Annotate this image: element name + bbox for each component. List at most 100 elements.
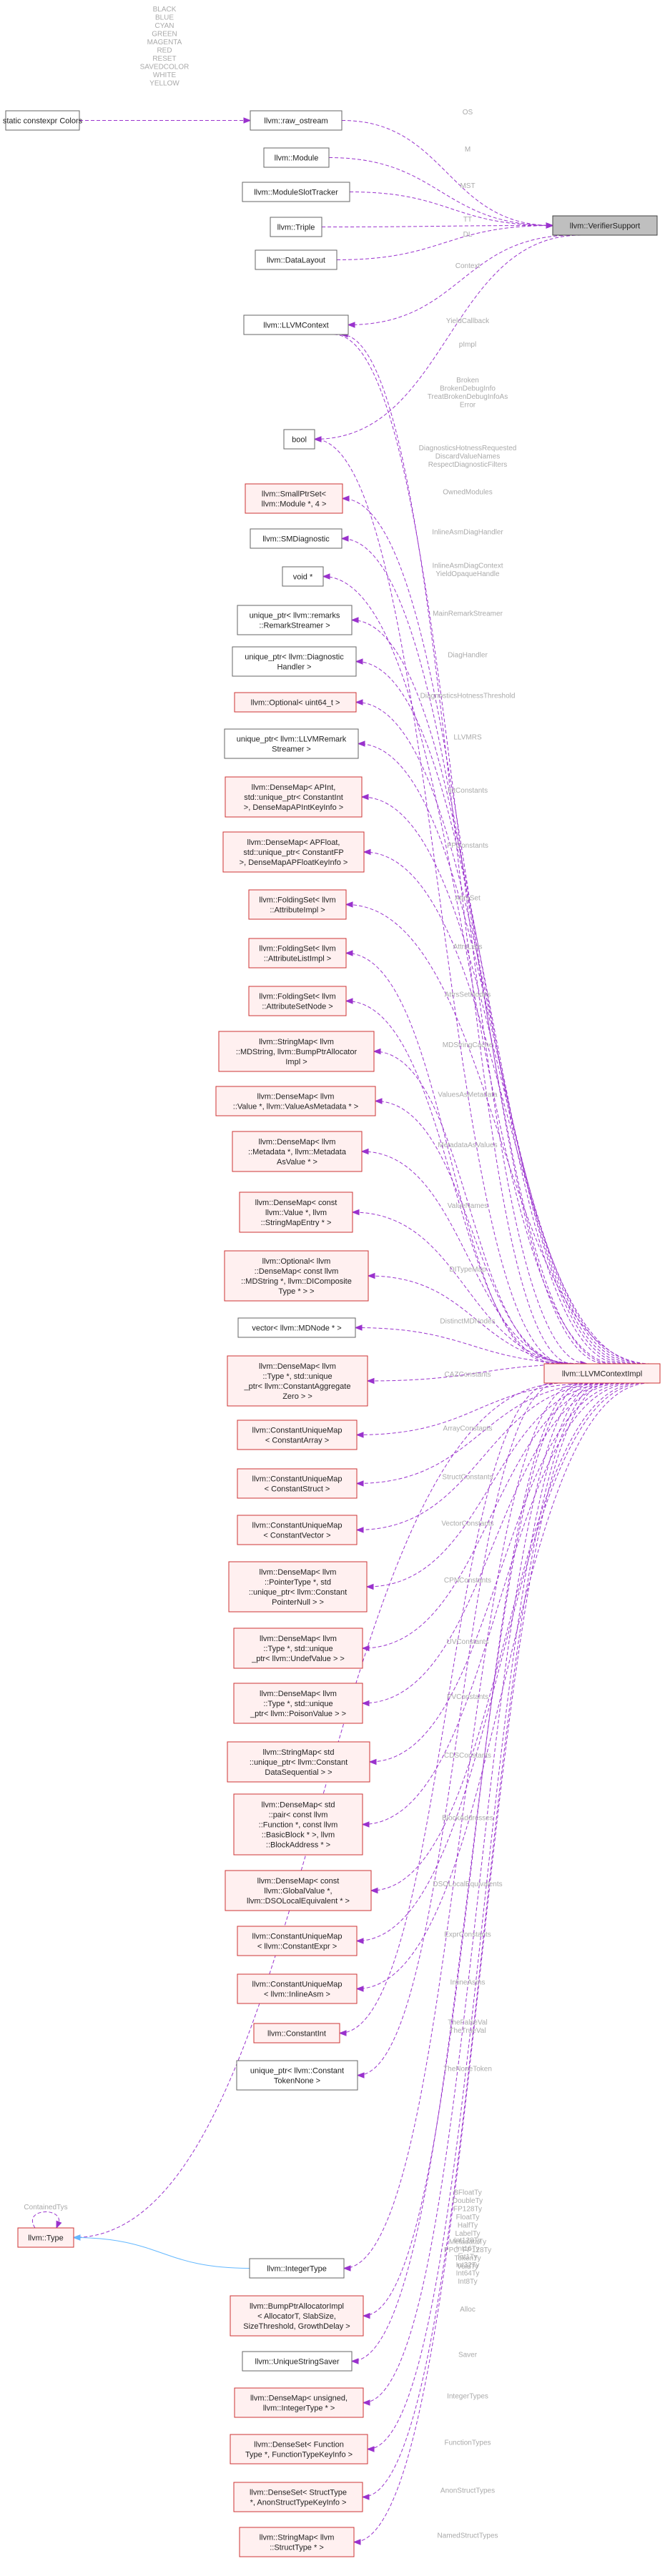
class-node-box: [237, 1317, 356, 1338]
class-node-fs-attr[interactable]: llvm::FoldingSet< llvm::AttributeImpl >: [248, 889, 347, 920]
class-node-uniquestring[interactable]: llvm::UniqueStringSaver: [242, 2351, 353, 2372]
edge-ctximpl-to-voidp: [322, 573, 617, 1364]
edge-label: TreatBrokenDebugInfoAs: [428, 393, 508, 401]
class-node-cum-struct[interactable]: llvm::ConstantUniqueMap< ConstantStruct …: [237, 1468, 358, 1499]
class-node-label: std::unique_ptr< ConstantFP: [243, 848, 343, 857]
class-node-module[interactable]: llvm::Module: [263, 147, 330, 168]
class-node-llvmcontext[interactable]: llvm::LLVMContext: [243, 314, 349, 335]
class-node-opt-ditype[interactable]: llvm::Optional< llvm::DenseMap< const ll…: [224, 1250, 369, 1302]
class-node-dm-apint[interactable]: llvm::DenseMap< APInt,std::unique_ptr< C…: [225, 776, 363, 818]
edge-arrowhead: [341, 495, 350, 502]
edge-label: MST: [460, 182, 475, 190]
class-node-ds-anonstruct[interactable]: llvm::DenseSet< StructType*, AnonStructT…: [233, 2482, 363, 2512]
class-node-cum-vector[interactable]: llvm::ConstantUniqueMap< ConstantVector …: [237, 1515, 358, 1545]
edge-ctximpl-to-integertype: [343, 1382, 579, 2272]
class-node-dm-uv[interactable]: llvm::DenseMap< llvm::Type *, std::uniqu…: [233, 1628, 363, 1669]
class-node-fs-attrset[interactable]: llvm::FoldingSet< llvm::AttributeSetNode…: [248, 986, 347, 1016]
edge-line: [370, 1382, 641, 1891]
class-node-label: Impl >: [285, 1058, 307, 1066]
class-node-smdiag[interactable]: llvm::SMDiagnostic: [250, 528, 343, 549]
class-node-label: llvm::DenseMap< llvm: [260, 1635, 337, 1643]
class-node-dm-inttypes[interactable]: llvm::DenseMap< unsigned,llvm::IntegerTy…: [234, 2387, 364, 2418]
edge-arrowhead: [345, 950, 353, 956]
class-node-label: llvm::DenseMap< unsigned,: [250, 2394, 348, 2403]
class-node-ctximpl[interactable]: llvm::LLVMContextImpl: [543, 1363, 661, 1384]
edge-label: Alloc: [460, 2306, 476, 2314]
class-node-dm-pv[interactable]: llvm::DenseMap< llvm::Type *, std::uniqu…: [233, 1683, 363, 1724]
class-node-datalayout[interactable]: llvm::DataLayout: [255, 249, 338, 270]
class-node-label: llvm::DenseMap< const: [255, 1199, 338, 1207]
edge-ctximpl-to-tokennone: [356, 1382, 559, 2079]
edge-label: SAVEDCOLOR: [140, 64, 189, 71]
class-node-bumpptr[interactable]: llvm::BumpPtrAllocatorImpl< AllocatorT, …: [230, 2295, 364, 2337]
edge-label: MainRemarkStreamer: [433, 610, 503, 618]
edge-ctximpl-to-dm-blockaddr: [361, 1382, 636, 1828]
edge-arrowhead: [355, 1527, 364, 1533]
class-node-label: llvm::DataLayout: [267, 257, 325, 265]
class-node-colors[interactable]: static constexpr Colors: [3, 110, 83, 131]
class-node-box: [248, 938, 347, 969]
edge-line: [358, 743, 637, 1364]
edge-line: [353, 1382, 609, 2542]
edge-line: [357, 1382, 559, 2076]
class-node-dm-cpn[interactable]: llvm::DenseMap< llvm::PointerType *, std…: [228, 1561, 368, 1613]
class-node-label: llvm::Optional< llvm: [262, 1257, 331, 1266]
class-node-vec-mdnode[interactable]: vector< llvm::MDNode * >: [237, 1317, 356, 1338]
class-node-dm-blockaddr[interactable]: llvm::DenseMap< std::pair< const llvm::F…: [233, 1793, 363, 1856]
class-node-sm-namedstruct[interactable]: llvm::StringMap< llvm::StructType * >: [239, 2527, 355, 2557]
edge-arrowhead: [343, 2265, 351, 2272]
edge-label: TT: [463, 216, 472, 224]
class-node-mst[interactable]: llvm::ModuleSlotTracker: [242, 182, 350, 202]
edge-label: YieldOpaqueHandle: [435, 570, 500, 578]
class-node-cum-inlineasm[interactable]: llvm::ConstantUniqueMap< llvm::InlineAsm…: [237, 1973, 358, 2004]
class-node-constantint[interactable]: llvm::ConstantInt: [253, 2023, 340, 2044]
class-node-cum-expr[interactable]: llvm::ConstantUniqueMap< llvm::ConstantE…: [237, 1926, 358, 1956]
class-node-sm-mdstring[interactable]: llvm::StringMap< llvm::MDString, llvm::B…: [218, 1031, 375, 1072]
edge-ctximpl-to-cum-expr: [355, 1382, 646, 1944]
edge-arrowhead: [363, 848, 371, 856]
edge-line: [363, 1382, 584, 2317]
class-node-box: [234, 2387, 364, 2418]
class-node-smallptrset[interactable]: llvm::SmallPtrSet<llvm::Module *, 4 >: [245, 483, 343, 514]
class-node-optional-u64[interactable]: llvm::Optional< uint64_t >: [234, 692, 357, 713]
class-node-label: < llvm::InlineAsm >: [264, 1991, 330, 1999]
class-node-triple[interactable]: llvm::Triple: [270, 217, 322, 237]
edge-ctximpl-to-diaghandler: [355, 658, 627, 1364]
class-node-bool[interactable]: bool: [283, 429, 315, 450]
class-node-sm-cds[interactable]: llvm::StringMap< std::unique_ptr< llvm::…: [227, 1741, 370, 1783]
class-node-type[interactable]: llvm::Type: [17, 2227, 74, 2248]
class-node-box: [282, 566, 324, 587]
class-node-dm-caz[interactable]: llvm::DenseMap< llvm::Type *, std::uniqu…: [227, 1355, 368, 1407]
class-node-box: [225, 1870, 372, 1911]
class-node-box: [543, 1363, 661, 1384]
class-node-ds-functypes[interactable]: llvm::DenseSet< FunctionType *, Function…: [230, 2434, 368, 2464]
class-node-box: [230, 2295, 364, 2337]
class-node-label: < AllocatorT, SlabSize,: [257, 2312, 336, 2321]
class-node-dm-valmeta[interactable]: llvm::DenseMap< llvm::Value *, llvm::Val…: [215, 1086, 376, 1116]
class-node-dm-apfloat[interactable]: llvm::DenseMap< APFloat,std::unique_ptr<…: [222, 831, 365, 873]
class-node-box: [233, 1793, 363, 1856]
class-node-dm-metaval[interactable]: llvm::DenseMap< llvm::Metadata *, llvm::…: [232, 1131, 363, 1172]
edge-line: [73, 1382, 564, 2238]
class-node-box: [237, 1973, 358, 2004]
class-node-voidp[interactable]: void *: [282, 566, 324, 587]
class-node-box: [215, 1086, 376, 1116]
class-node-label: unique_ptr< llvm::Diagnostic: [245, 653, 344, 662]
class-node-fs-attrlist[interactable]: llvm::FoldingSet< llvm::AttributeListImp…: [248, 938, 347, 969]
class-node-label: llvm::Module *, 4 >: [262, 500, 327, 509]
class-node-verifier[interactable]: llvm::VerifierSupport: [552, 215, 658, 236]
class-node-box: [243, 314, 349, 335]
class-node-integertype[interactable]: llvm::IntegerType: [249, 2258, 345, 2279]
edge-line: [368, 1275, 586, 1364]
class-node-cum-array[interactable]: llvm::ConstantUniqueMap< ConstantArray >: [237, 1420, 358, 1450]
edge-ctximpl-to-dm-apfloat: [363, 848, 647, 1364]
class-node-raw-ostream[interactable]: llvm::raw_ostream: [250, 110, 343, 131]
class-node-remarkstreamer[interactable]: unique_ptr< llvm::remarks::RemarkStreame…: [237, 605, 353, 635]
class-node-box: [237, 1420, 358, 1450]
edge-arrowhead: [365, 1583, 374, 1590]
